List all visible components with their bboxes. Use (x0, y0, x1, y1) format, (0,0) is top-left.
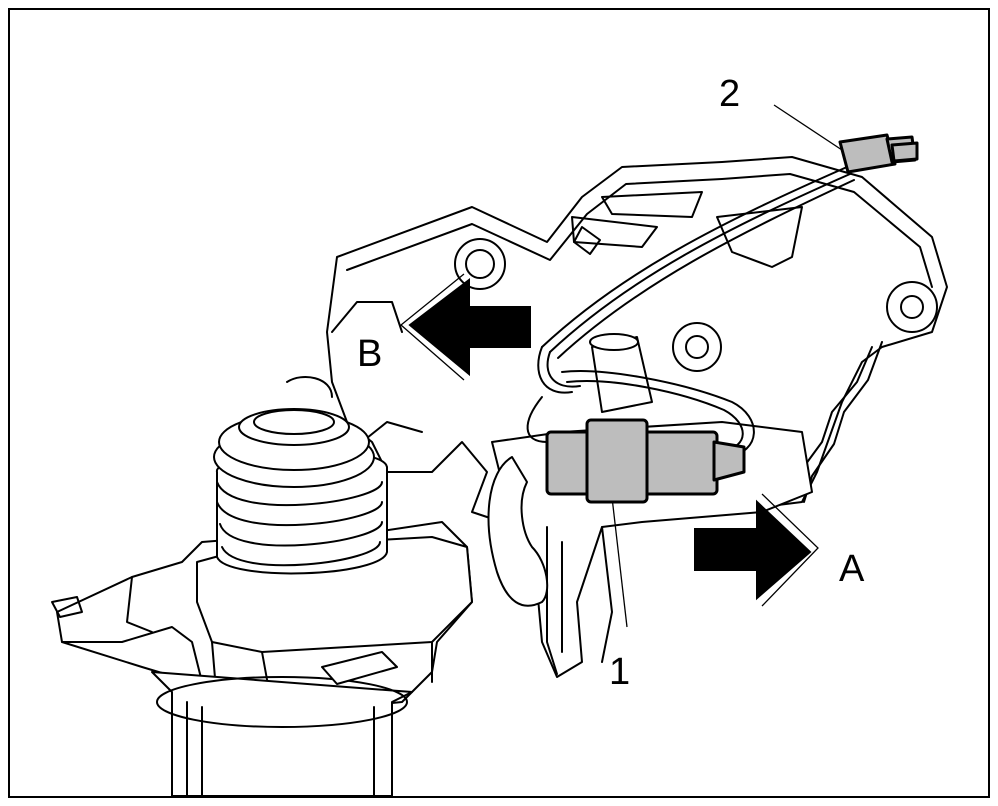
connector-part-2 (838, 133, 919, 174)
assembly-illustration (51, 104, 948, 796)
callout-label-1: 1 (609, 651, 631, 693)
callout-label-2: 2 (719, 73, 741, 115)
sensor-part-1 (545, 418, 746, 504)
direction-label-b: B (357, 333, 383, 375)
diagram-frame: 2 1 A B (8, 8, 990, 798)
callout-2-leader (773, 104, 846, 153)
wire-harness (526, 166, 855, 458)
arrow-left-icon (408, 277, 531, 377)
spring-housing (51, 376, 473, 796)
direction-label-a: A (839, 548, 865, 590)
callout-1-leader (609, 479, 628, 628)
arrow-right-icon (694, 499, 812, 601)
